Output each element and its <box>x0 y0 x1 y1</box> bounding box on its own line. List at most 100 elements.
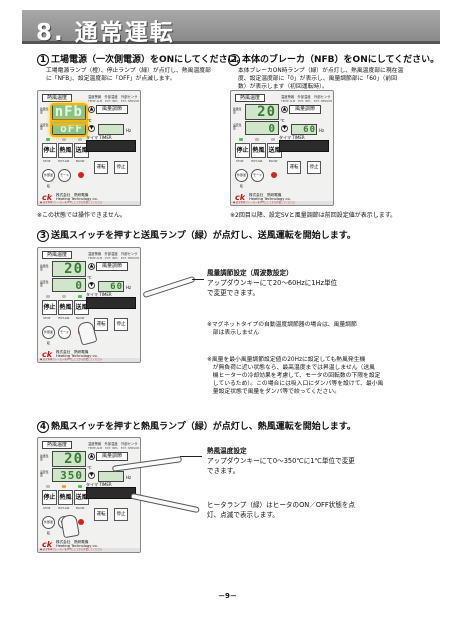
timer-stop-button[interactable]: 停止 <box>307 161 321 174</box>
ext-run-button[interactable]: 外部運転 <box>42 516 55 535</box>
up-arrow-icon[interactable]: ▲ <box>88 263 95 270</box>
heat-button[interactable]: 熱風 <box>251 143 266 158</box>
pv-display: 20 <box>52 261 86 277</box>
stop-button[interactable]: 停止 <box>42 143 57 158</box>
step-3-number: 3 <box>37 230 49 242</box>
heat-led <box>62 295 66 298</box>
run-button[interactable]: 運転 <box>94 161 108 174</box>
blow-led <box>78 295 82 298</box>
timer-display <box>279 140 329 152</box>
run-button[interactable]: 運転 <box>94 318 108 331</box>
callout-leader-line <box>192 279 204 280</box>
up-arrow-icon[interactable]: ▲ <box>88 453 95 460</box>
down-arrow-icon[interactable]: ▼ <box>281 125 288 132</box>
air-display <box>98 124 124 135</box>
stop-button[interactable]: 停止 <box>235 143 250 158</box>
mode-button[interactable]: モード <box>251 169 264 182</box>
run-button[interactable]: 運転 <box>94 508 108 521</box>
mode-button[interactable]: モード <box>58 169 71 182</box>
stop-led <box>46 485 50 488</box>
pv-display: nFb <box>52 104 86 120</box>
control-panel-4: 熱風温度 温度警報 外部温度 外部センサ TEMP ALM EXT. INTL … <box>37 437 141 553</box>
air-display <box>98 471 124 482</box>
air-volume-label: 風量調節 <box>96 105 128 114</box>
section-title: 8. 通常運転 <box>36 20 175 46</box>
down-arrow-icon[interactable]: ▼ <box>88 282 95 289</box>
panel-warning: ● 必ず本体ブレーカーをOFFにしてから作業してください <box>38 358 140 362</box>
heat-button[interactable]: 熱風 <box>58 300 73 315</box>
air-display: 60 <box>98 281 124 292</box>
sv-display: 0 <box>52 278 86 292</box>
step-2-description: 本体ブレーカON時ランプ（緑）が点灯し、熱風温度部に現在温 度、設定温度部に「0… <box>238 68 404 90</box>
company-logo: ck <box>42 193 53 202</box>
mode-button[interactable]: モード <box>58 326 71 339</box>
heat-temp-label: 熱風温度 <box>42 94 72 102</box>
heat-temp-label: 熱風温度 <box>235 94 265 102</box>
company-logo: ck <box>42 540 53 549</box>
run-button[interactable]: 運転 <box>287 161 301 174</box>
stop-button[interactable]: 停止 <box>42 300 57 315</box>
heat-led <box>255 138 259 141</box>
step-4-callout: 熱風温度設定 アップダウンキーにて0〜350℃に1℃単位で変更 できます。 <box>207 447 355 475</box>
clean-button[interactable] <box>78 172 84 178</box>
sv-display: 350 <box>52 468 86 482</box>
stop-button[interactable]: 停止 <box>42 490 57 505</box>
clean-button[interactable] <box>271 172 277 178</box>
blow-led <box>78 485 82 488</box>
heat-led <box>62 485 66 488</box>
blink-highlight-pv <box>50 103 88 125</box>
ext-run-button[interactable]: 外部運転 <box>42 169 55 188</box>
step-4-number: 4 <box>37 421 49 433</box>
up-arrow-icon[interactable]: ▲ <box>88 106 95 113</box>
timer-display <box>86 487 136 499</box>
clean-button[interactable] <box>78 519 84 525</box>
stop-led <box>239 138 243 141</box>
stop-led <box>46 295 50 298</box>
heat-led <box>62 138 66 141</box>
up-arrow-icon[interactable]: ▲ <box>281 106 288 113</box>
ext-run-button[interactable]: 外部運転 <box>42 326 55 345</box>
step-3-title: 送風スイッチを押すと送風ランプ（緑）が点灯し、送風運転を開始します。 <box>51 231 356 241</box>
panel-warning: ● 必ず本体ブレーカーをOFFにしてから作業してください <box>231 201 333 205</box>
step-1-number: 1 <box>37 54 49 66</box>
heat-temp-label: 熱風温度 <box>42 441 72 449</box>
company-logo: ck <box>42 350 53 359</box>
step-3-note-airflow: ※風量を最小風量調節設定値の20Hzに設定しても熱風発生機 が無負荷に近い状態な… <box>207 357 384 395</box>
step-4-heater-note: ヒータランプ（緑）はヒータのON／OFF状態を点 灯、点滅で表示します。 <box>207 501 355 519</box>
step-2-note: ※2回目以降、設定SVと風量調節は前回設定値が表示します。 <box>230 212 397 219</box>
control-panel-1: 熱風温度 温度警報 外部温度 外部センサ TEMP ALM EXT. INTL … <box>37 90 141 206</box>
panel-warning: ● 必ず本体ブレーカーをOFFにしてから作業してください <box>38 548 140 552</box>
company-logo: ck <box>235 193 246 202</box>
step-1-title: 工場電源（一次側電源）をONにしてください。 <box>51 55 246 65</box>
timer-stop-button[interactable]: 停止 <box>114 318 128 331</box>
panel-warning: ● 必ず本体ブレーカーをOFFにしてから作業してください <box>38 201 140 205</box>
timer-stop-button[interactable]: 停止 <box>114 508 128 521</box>
timer-stop-button[interactable]: 停止 <box>114 161 128 174</box>
pointer-stylus-icon <box>142 275 196 299</box>
air-volume-label: 風量調節 <box>96 262 128 271</box>
heat-temp-label: 熱風温度 <box>42 251 72 259</box>
page-number: －9－ <box>218 592 237 600</box>
step-2-number: 2 <box>228 54 240 66</box>
down-arrow-icon[interactable]: ▼ <box>88 472 95 479</box>
heat-button[interactable]: 熱風 <box>58 490 73 505</box>
air-display: 60 <box>291 124 317 135</box>
section-title-bar: 8. 通常運転 <box>22 10 440 46</box>
air-volume-label: 風量調節 <box>96 452 128 461</box>
step-2-title: 本体のブレーカ（NFB）をONにしてください。 <box>242 55 440 65</box>
step-1-note: ※この状態では操作できません。 <box>37 212 126 219</box>
down-arrow-icon[interactable]: ▼ <box>88 125 95 132</box>
blink-highlight-sv <box>50 120 88 137</box>
step-3-callout: 風量調節設定（周波数設定） アップダウンキーにて20〜60Hzに1Hz単位 で変… <box>207 269 338 297</box>
heat-button[interactable]: 熱風 <box>58 143 73 158</box>
ext-run-button[interactable]: 外部運転 <box>235 169 248 188</box>
step-4-title: 熱風スイッチを押すと熱風ランプ（緑）が点灯し、熱風運転を開始します。 <box>51 422 356 432</box>
timer-display <box>86 140 136 152</box>
